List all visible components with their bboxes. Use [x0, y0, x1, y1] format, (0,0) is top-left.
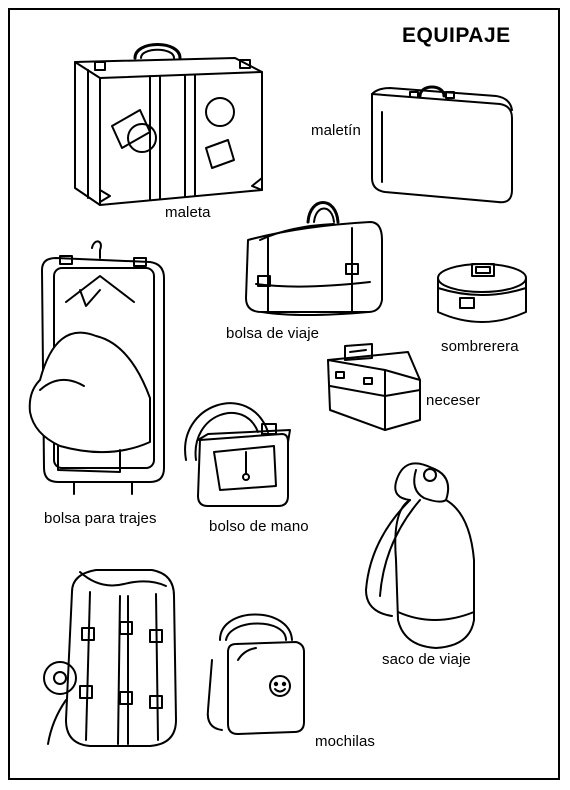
label-bolsa-para-trajes: bolsa para trajes	[44, 510, 157, 527]
vanity-case-illustration	[328, 344, 420, 430]
label-maletin: maletín	[311, 122, 361, 139]
hatbox-illustration	[438, 264, 526, 322]
holdall-illustration	[246, 203, 382, 316]
frame-backpack-illustration	[44, 570, 176, 746]
label-bolso-de-mano: bolso de mano	[209, 518, 309, 535]
garment-bag-illustration	[30, 241, 164, 494]
shoulder-bag-illustration	[185, 403, 290, 506]
duffel-bag-illustration	[366, 463, 474, 648]
page-border	[8, 8, 560, 780]
label-neceser: neceser	[426, 392, 481, 409]
small-backpack-illustration	[208, 615, 304, 735]
label-maleta: maleta	[165, 204, 211, 221]
suitcase-illustration	[75, 45, 262, 206]
briefcase-illustration	[372, 87, 512, 202]
label-bolsa-de-viaje: bolsa de viaje	[226, 325, 320, 342]
label-mochilas: mochilas	[315, 733, 375, 750]
label-sombrerera: sombrerera	[441, 338, 519, 355]
label-saco-de-viaje: saco de viaje	[382, 651, 471, 668]
page-title: EQUIPAJE	[402, 24, 511, 47]
